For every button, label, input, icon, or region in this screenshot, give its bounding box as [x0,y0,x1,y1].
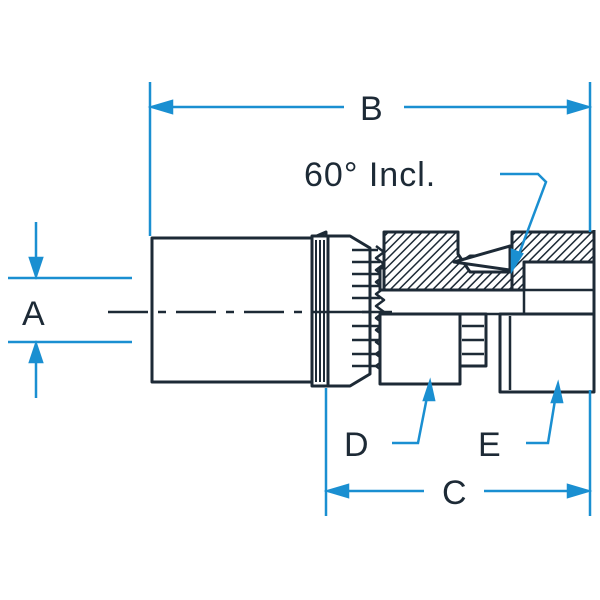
d-leader [392,391,430,445]
ferrule-shell [150,230,328,388]
c-arrow-right [566,483,593,499]
label-e: E [478,426,501,464]
swivel-nut-lower [378,312,462,386]
e-leader [526,393,558,445]
b-arrow-right [566,99,593,115]
label-d: D [344,426,369,464]
label-angle-note: 60° Incl. [304,156,436,194]
angle-leader [500,172,548,263]
cone-seat [452,244,512,272]
e-arrow [550,379,564,404]
a-arrow-top [28,256,44,280]
fitting-body [150,230,596,394]
angle-arrow [510,248,524,275]
hex-flats [462,324,484,356]
label-c: C [442,474,467,512]
dimension-lines [8,82,593,516]
label-a: A [22,295,45,333]
b-arrow-left [147,99,174,115]
female-swivel-lower [498,312,596,394]
a-arrow-bottom [28,340,44,364]
label-b: B [360,90,383,128]
c-arrow-left [323,483,350,499]
d-arrow [422,377,436,402]
